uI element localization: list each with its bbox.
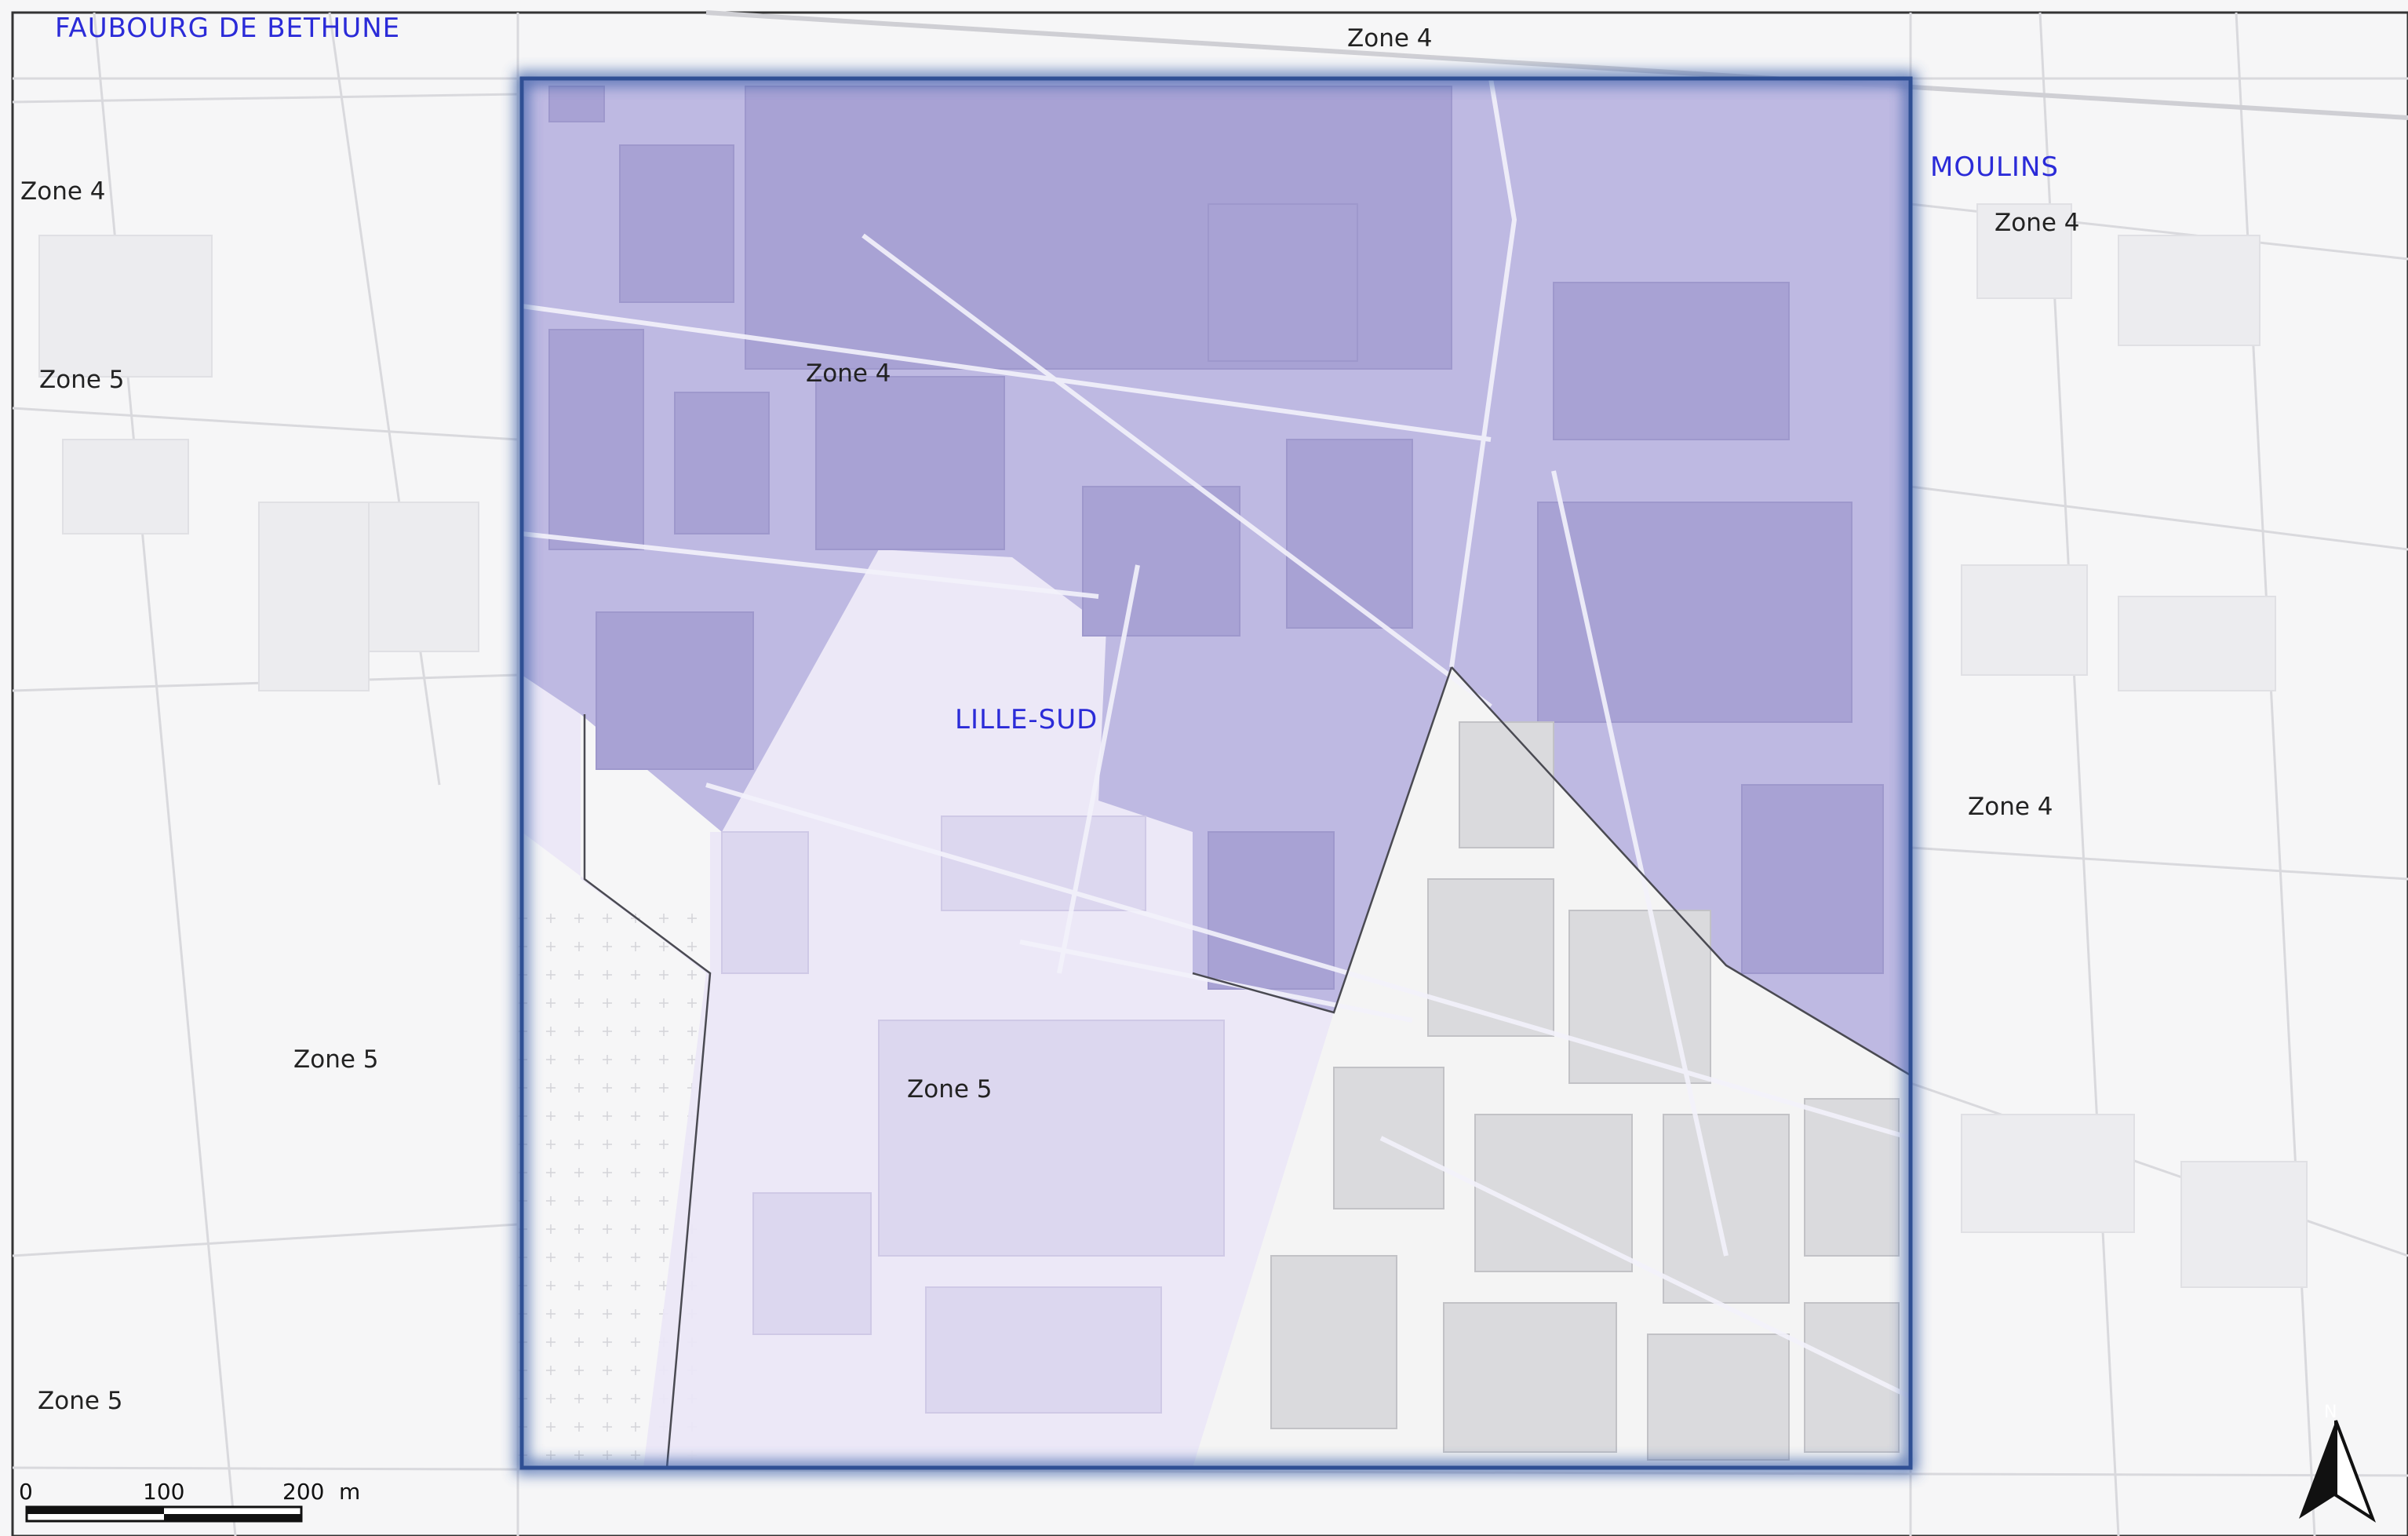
background-blocks (38, 203, 2308, 1288)
map-border (11, 11, 2408, 1536)
district-label-lille-sud: LILLE-SUD (955, 704, 1098, 735)
scale-unit: m (339, 1479, 360, 1505)
white-sector-blocks (1270, 721, 1900, 1461)
zone-label-right-mid: Zone 4 (1968, 793, 2053, 821)
district-label-moulins: MOULINS (1930, 151, 2059, 183)
zone-label-right-upper: Zone 4 (1995, 209, 2080, 237)
zone-label-left-bottom: Zone 5 (38, 1387, 123, 1415)
zone-label-top-center: Zone 4 (1347, 24, 1433, 53)
district-label-faubourg: FAUBOURG DE BETHUNE (55, 13, 400, 44)
zone-label-inner-zone5: Zone 5 (907, 1075, 993, 1104)
scale-bar: 0 100 200 m (19, 1479, 360, 1523)
zone-label-left-mid: Zone 5 (39, 366, 125, 394)
zone-label-left-lower: Zone 5 (293, 1045, 379, 1074)
scale-tick-100: 100 (143, 1479, 184, 1505)
north-arrow-icon: N (2299, 1403, 2376, 1523)
zone4-blocks (548, 86, 1884, 990)
zone-label-left-upper: Zone 4 (20, 177, 106, 206)
north-arrow-letter: N (2324, 1403, 2337, 1422)
focus-frame (519, 76, 1913, 1470)
zone-boundaries (583, 666, 1911, 1469)
scale-tick-200: 200 (282, 1479, 324, 1505)
focus-roads (521, 78, 1912, 1399)
zone-label-inner-zone4: Zone 4 (806, 359, 891, 388)
scale-tick-0: 0 (19, 1479, 33, 1505)
